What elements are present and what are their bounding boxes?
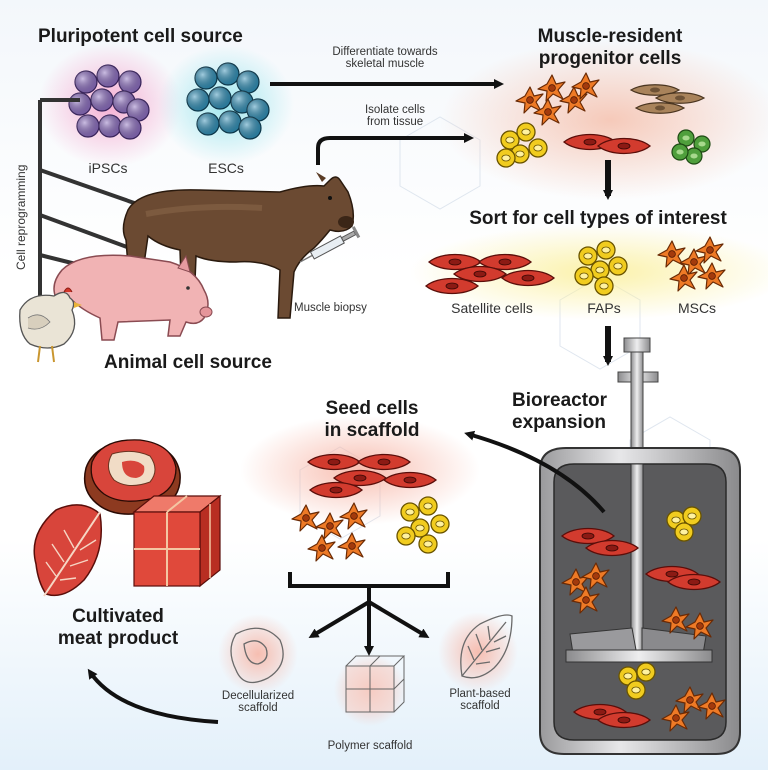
seed-title: Seed cells in scaffold [324,398,420,441]
chicken-icon [19,287,82,363]
animal-title: Animal cell source [104,352,272,373]
satellite-label: Satellite cells [451,300,533,316]
esc-cluster [186,62,270,140]
reprogramming-label: Cell reprogramming [14,164,28,270]
mscs-label: MSCs [677,300,717,316]
leaf-meat-icon [33,504,103,597]
polymer-scaffold-icon [345,655,406,713]
polymer-label: Polymer scaffold [327,740,413,752]
plant-scaffold-icon [460,614,513,679]
arrow-isolate [316,133,474,165]
pluripotent-title: Pluripotent cell source [38,26,243,47]
faps-label: FAPs [587,300,621,316]
pig-icon [53,254,213,341]
decellularized-scaffold-icon [230,627,284,684]
isolate-label: Isolate cells from tissue [364,104,426,128]
plant-label: Plant-based scaffold [449,688,511,712]
scaffold-branches [288,572,450,656]
arrow-to-seed [464,430,606,514]
syringe-icon [299,226,361,263]
decellularized-label: Decellularized scaffold [221,690,295,714]
muscle-resident-title: Muscle-resident progenitor cells [537,26,683,69]
steak-icon [83,439,181,515]
ipsc-cluster [68,64,150,140]
cow-icon [122,172,355,319]
cultivated-title: Cultivated meat product [57,606,179,649]
escs-label: ESCs [208,160,244,176]
meat-cube-icon [132,494,222,588]
ipscs-label: iPSCs [88,160,128,176]
differentiate-label: Differentiate towards skeletal muscle [332,46,438,70]
plant-glow [438,612,518,692]
arrow-to-product [87,668,219,724]
bioreactor-title: Bioreactor expansion [512,390,608,433]
sort-title: Sort for cell types of interest [469,208,727,229]
biopsy-label: Muscle biopsy [294,302,367,314]
